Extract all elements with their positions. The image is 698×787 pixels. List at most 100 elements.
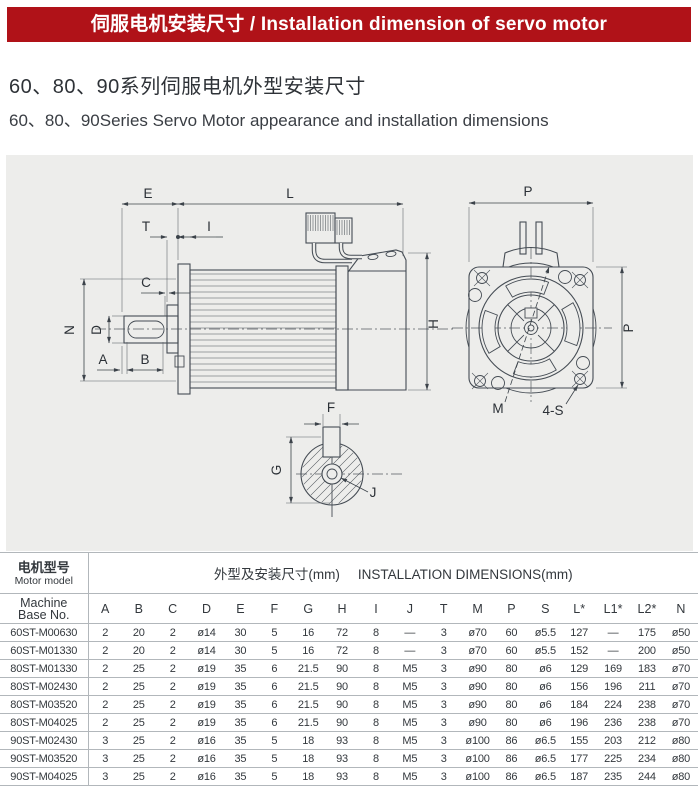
value-cell: ø19 bbox=[189, 677, 224, 696]
value-cell: — bbox=[392, 641, 427, 660]
model-cell: 90ST-M04025 bbox=[0, 767, 89, 786]
value-cell: 6 bbox=[257, 695, 292, 714]
value-cell: ø80 bbox=[663, 767, 698, 786]
value-cell: ø19 bbox=[189, 713, 224, 732]
column-header-I: I bbox=[359, 593, 393, 624]
value-cell: 60 bbox=[494, 641, 529, 660]
value-cell: 2 bbox=[155, 695, 190, 714]
value-cell: 25 bbox=[121, 713, 156, 732]
value-cell: 25 bbox=[121, 677, 156, 696]
value-cell: 224 bbox=[596, 695, 630, 714]
connector-pin bbox=[535, 221, 543, 255]
value-cell: M5 bbox=[392, 677, 427, 696]
dim-label-A: A bbox=[98, 352, 107, 367]
value-cell: 3 bbox=[426, 677, 461, 696]
dim-label-J: J bbox=[370, 485, 377, 500]
value-cell: 5 bbox=[257, 731, 292, 750]
value-cell: 203 bbox=[596, 731, 630, 750]
value-cell: 3 bbox=[426, 659, 461, 678]
value-cell: 3 bbox=[426, 695, 461, 714]
model-cell: 80ST-M02430 bbox=[0, 677, 89, 696]
value-cell: 90 bbox=[325, 659, 359, 678]
value-cell: ø90 bbox=[460, 695, 495, 714]
model-cell: 80ST-M04025 bbox=[0, 713, 89, 732]
value-cell: 129 bbox=[562, 659, 597, 678]
shaft-end-view: G F J bbox=[269, 400, 404, 517]
value-cell: 25 bbox=[121, 695, 156, 714]
value-cell: 80 bbox=[494, 677, 529, 696]
value-cell: 30 bbox=[223, 641, 258, 660]
value-cell: 25 bbox=[121, 749, 156, 768]
value-cell: ø6 bbox=[528, 695, 563, 714]
value-cell: M5 bbox=[392, 713, 427, 732]
value-cell: ø14 bbox=[189, 623, 224, 642]
value-cell: M5 bbox=[392, 659, 427, 678]
value-cell: 169 bbox=[596, 659, 630, 678]
value-cell: 35 bbox=[223, 659, 258, 678]
value-cell: 3 bbox=[88, 749, 122, 768]
value-cell: 5 bbox=[257, 749, 292, 768]
value-cell: 21.5 bbox=[291, 659, 326, 678]
value-cell: M5 bbox=[392, 695, 427, 714]
value-cell: 238 bbox=[630, 713, 664, 732]
value-cell: 2 bbox=[155, 713, 190, 732]
value-cell: 175 bbox=[630, 623, 664, 642]
column-header-G: G bbox=[291, 593, 326, 624]
value-cell: 8 bbox=[359, 641, 393, 660]
value-cell: 2 bbox=[88, 677, 122, 696]
value-cell: 2 bbox=[88, 659, 122, 678]
value-cell: 2 bbox=[88, 623, 122, 642]
value-cell: 2 bbox=[155, 659, 190, 678]
value-cell: ø19 bbox=[189, 659, 224, 678]
dim-label-H: H bbox=[426, 319, 441, 329]
value-cell: 5 bbox=[257, 641, 292, 660]
value-cell: 238 bbox=[630, 695, 664, 714]
value-cell: ø70 bbox=[663, 695, 698, 714]
column-header-F: F bbox=[257, 593, 292, 624]
value-cell: 2 bbox=[155, 641, 190, 660]
technical-drawing: E L T I C D bbox=[6, 155, 693, 551]
section-intro: 60、80、90系列伺服电机外型安装尺寸 60、80、90Series Serv… bbox=[9, 70, 549, 131]
flange-slots bbox=[481, 278, 581, 378]
keyway-slot bbox=[322, 426, 341, 458]
value-cell: 8 bbox=[359, 623, 393, 642]
value-cell: 21.5 bbox=[291, 713, 326, 732]
value-cell: 2 bbox=[155, 749, 190, 768]
value-cell: 235 bbox=[596, 767, 630, 786]
value-cell: ø100 bbox=[460, 749, 495, 768]
encoder-housing bbox=[347, 249, 407, 391]
value-cell: ø80 bbox=[663, 731, 698, 750]
value-cell: 18 bbox=[291, 749, 326, 768]
value-cell: 3 bbox=[426, 767, 461, 786]
value-cell: 90 bbox=[325, 695, 359, 714]
value-cell: 8 bbox=[359, 659, 393, 678]
value-cell: 3 bbox=[426, 713, 461, 732]
column-header-H: H bbox=[325, 593, 359, 624]
model-cell: 90ST-M02430 bbox=[0, 731, 89, 750]
value-cell: 156 bbox=[562, 677, 597, 696]
column-header-D: D bbox=[189, 593, 224, 624]
column-header-C: C bbox=[155, 593, 190, 624]
value-cell: 86 bbox=[494, 749, 529, 768]
value-cell: 196 bbox=[596, 677, 630, 696]
value-cell: 5 bbox=[257, 623, 292, 642]
dim-label-N: N bbox=[62, 325, 77, 335]
column-header-L2*: L2* bbox=[630, 593, 664, 624]
value-cell: 80 bbox=[494, 659, 529, 678]
dim-label-E: E bbox=[143, 186, 152, 201]
value-cell: 236 bbox=[596, 713, 630, 732]
value-cell: 8 bbox=[359, 749, 393, 768]
section-title-en: 60、80、90Series Servo Motor appearance an… bbox=[9, 111, 549, 130]
value-cell: 187 bbox=[562, 767, 597, 786]
value-cell: 177 bbox=[562, 749, 597, 768]
value-cell: ø6 bbox=[528, 713, 563, 732]
value-cell: 35 bbox=[223, 767, 258, 786]
value-cell: 72 bbox=[325, 641, 359, 660]
motor-side-view: E L T I C D bbox=[62, 186, 455, 395]
value-cell: 6 bbox=[257, 677, 292, 696]
value-cell: 72 bbox=[325, 623, 359, 642]
value-cell: 2 bbox=[155, 677, 190, 696]
